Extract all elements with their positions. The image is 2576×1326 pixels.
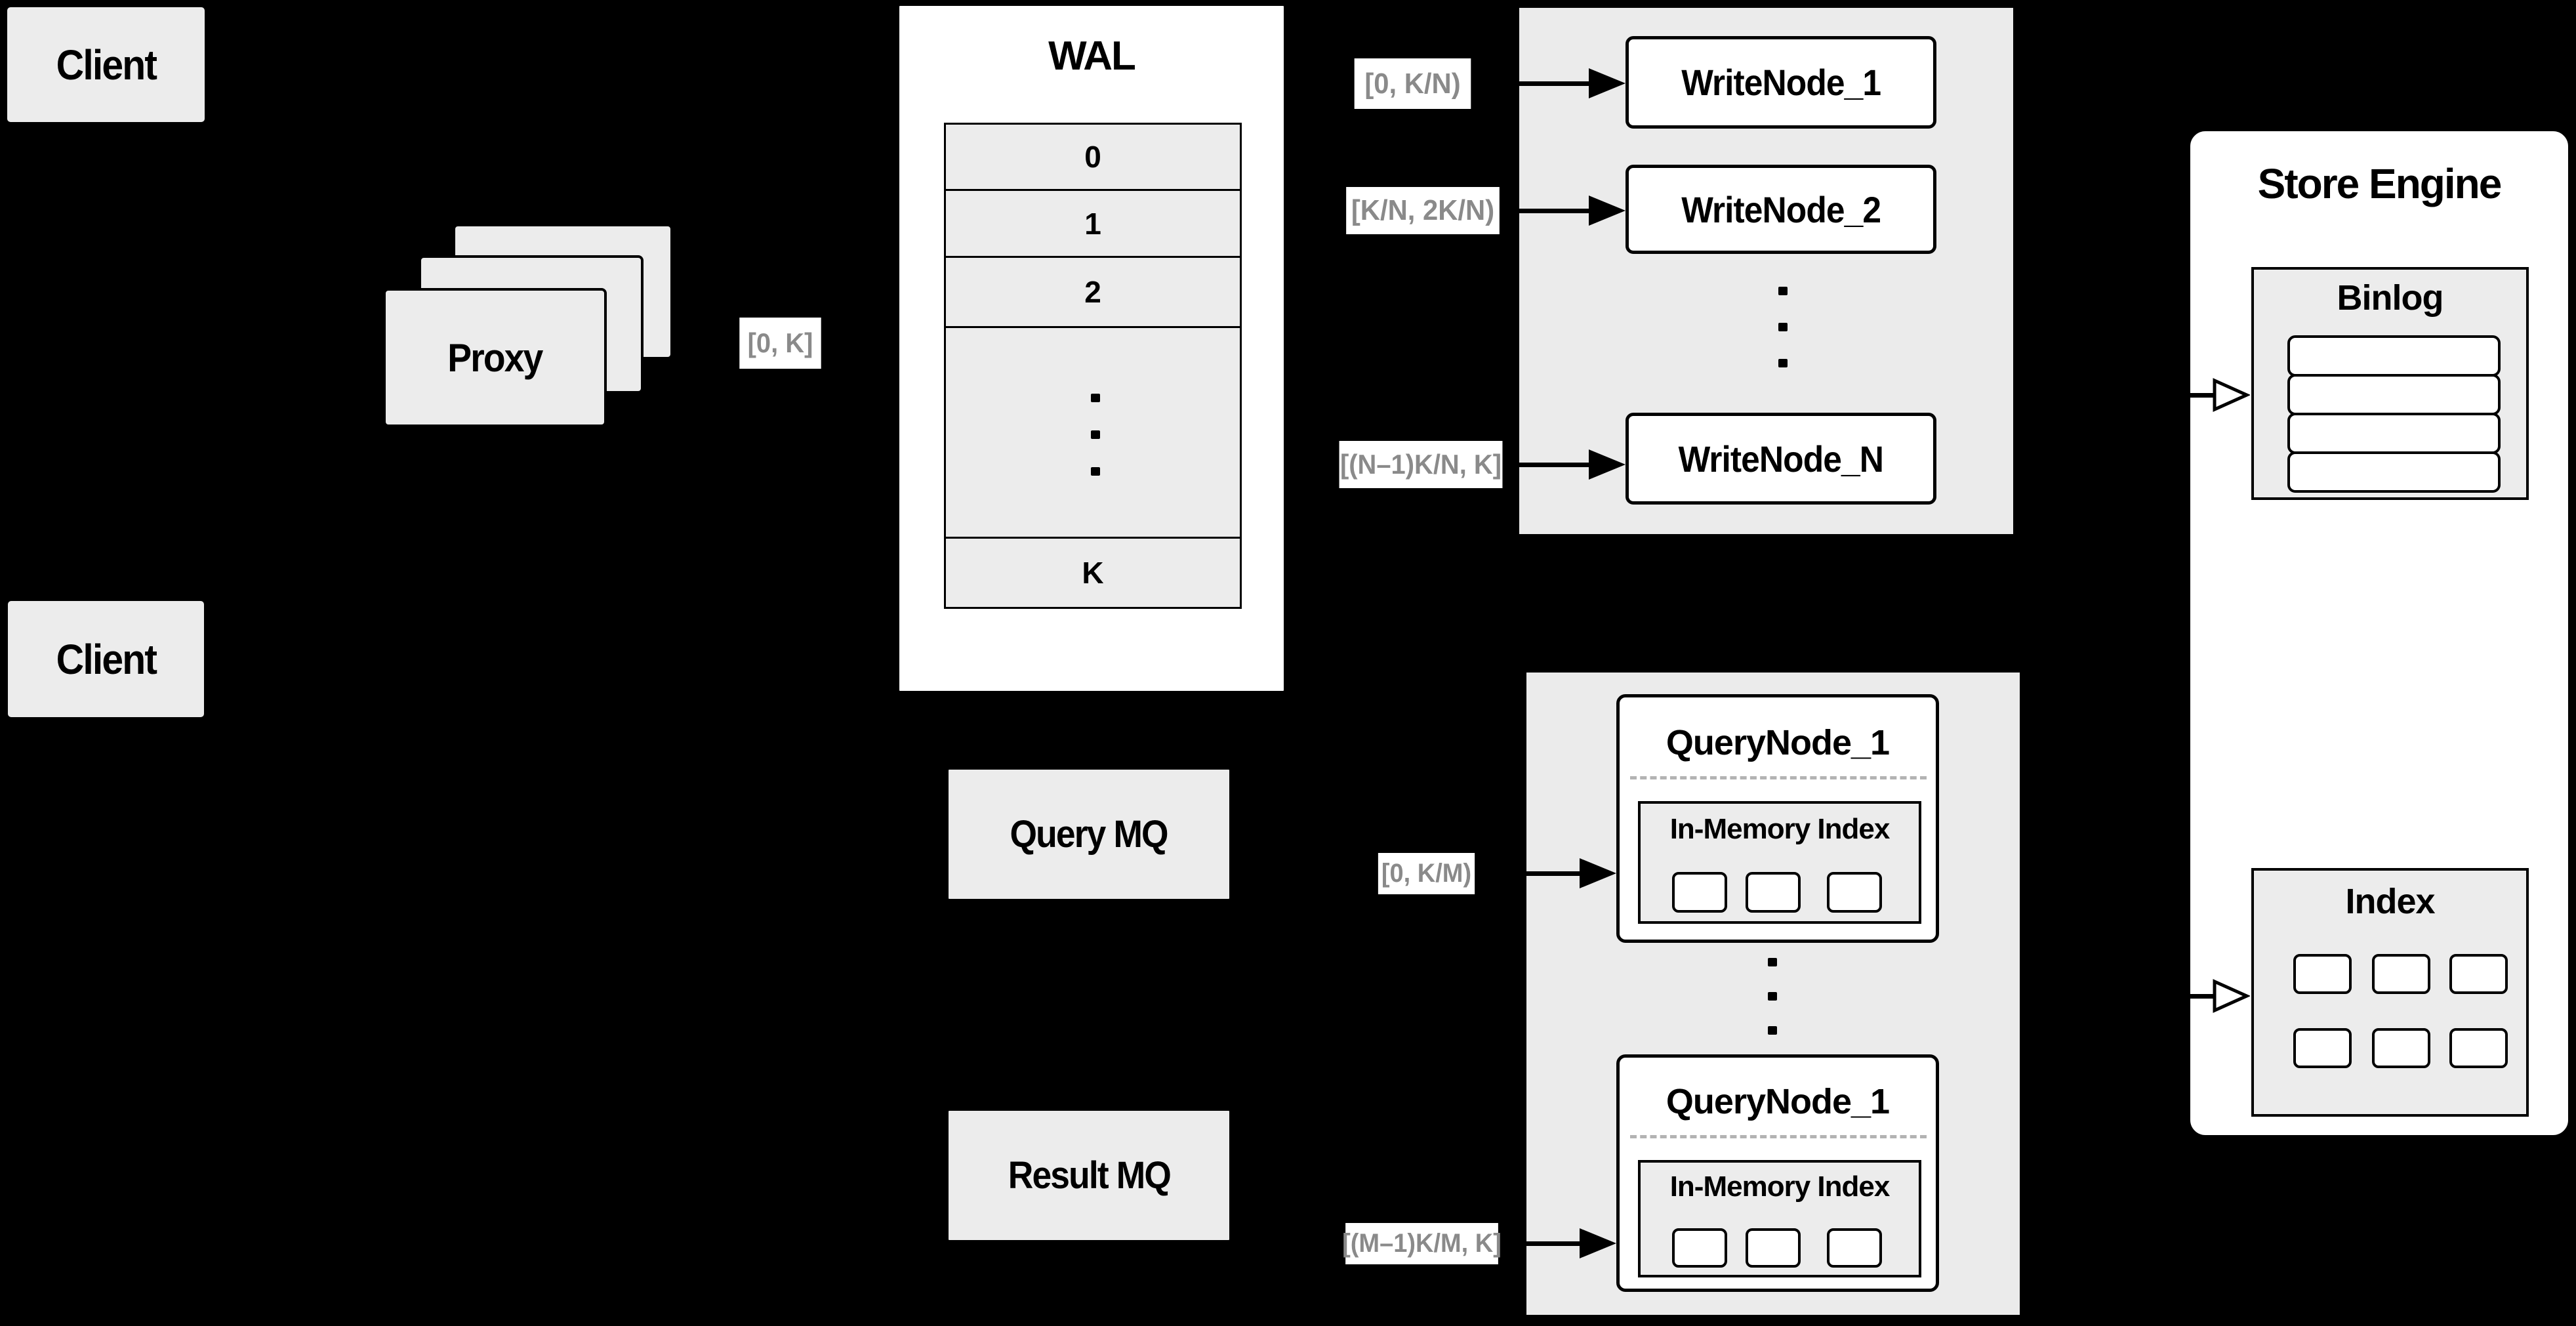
client-top-label: Client	[56, 41, 157, 89]
ellipsis-dot	[1768, 1026, 1777, 1035]
write-node-1: WriteNode_1	[1625, 36, 1936, 129]
in-memory-index-top-label: In-Memory Index	[1669, 813, 1891, 845]
ellipsis-dot	[1091, 467, 1100, 476]
write-node-2-label: WriteNode_2	[1681, 188, 1881, 230]
segment-cell	[1672, 1228, 1727, 1268]
open-arrowhead	[2213, 378, 2250, 412]
index-cell	[2372, 1028, 2430, 1068]
index-box: Index	[2251, 868, 2529, 1117]
binlog-box: Binlog	[2251, 267, 2529, 500]
wal-row-ellipsis	[944, 326, 1242, 539]
index-cell	[2449, 954, 2508, 994]
ellipsis-dot	[1778, 323, 1788, 331]
query-node-top: QueryNode_1 In-Memory Index	[1616, 694, 1939, 943]
binlog-label: Binlog	[2337, 278, 2444, 318]
range-chip-proxy-wal: [0, K]	[739, 318, 821, 369]
ellipsis-dot	[1778, 287, 1788, 295]
binlog-row	[2287, 335, 2501, 377]
query-node-bottom-title: QueryNode_1	[1666, 1082, 1890, 1121]
index-cell	[2293, 1028, 2352, 1068]
segment-cell	[1746, 1228, 1801, 1268]
ellipsis-dot	[1778, 359, 1788, 367]
wal-row-k: K	[944, 537, 1242, 609]
ellipsis-dot	[1768, 992, 1777, 1001]
query-mq-label: Query MQ	[1010, 813, 1169, 856]
range-chip-write-2: [K/N, 2K/N)	[1346, 187, 1500, 234]
result-mq-box: Result MQ	[947, 1109, 1231, 1242]
index-cell	[2372, 954, 2430, 994]
wal-row-0: 0	[944, 123, 1242, 191]
query-node-top-title: QueryNode_1	[1666, 723, 1890, 762]
client-box-top: Client	[5, 5, 207, 124]
write-node-n-label: WriteNode_N	[1678, 438, 1884, 480]
client-box-bottom: Client	[6, 599, 206, 719]
range-chip-write-n: [(N–1)K/N, K]	[1339, 441, 1503, 488]
dashed-separator	[1630, 776, 1927, 779]
binlog-row	[2287, 374, 2501, 415]
in-memory-index-bottom-label: In-Memory Index	[1669, 1171, 1891, 1203]
index-label: Index	[2345, 882, 2435, 921]
wal-row-2: 2	[944, 256, 1242, 328]
range-chip-query-m: [(M–1)K/M, K]	[1342, 1223, 1502, 1264]
in-memory-index-top: In-Memory Index	[1638, 801, 1921, 924]
ellipsis-dot	[1091, 430, 1100, 439]
write-node-1-label: WriteNode_1	[1681, 62, 1881, 103]
binlog-row	[2287, 451, 2501, 493]
wal-title: WAL	[1048, 33, 1136, 79]
result-mq-label: Result MQ	[1008, 1154, 1171, 1197]
query-mq-box: Query MQ	[947, 768, 1231, 901]
segment-cell	[1827, 1228, 1882, 1268]
store-engine-title: Store Engine	[2257, 160, 2503, 207]
proxy-box-front: Proxy	[383, 288, 607, 427]
range-chip-query-1: [0, K/M)	[1378, 853, 1475, 894]
in-memory-index-bottom: In-Memory Index	[1638, 1160, 1921, 1277]
query-node-bottom: QueryNode_1 In-Memory Index	[1616, 1054, 1939, 1292]
ellipsis-dot	[1768, 958, 1777, 966]
wal-title-wrap: WAL	[897, 33, 1286, 79]
segment-cell	[1672, 872, 1727, 913]
binlog-row	[2287, 413, 2501, 454]
dashed-separator	[1630, 1135, 1927, 1138]
binlog-rows	[2287, 335, 2501, 493]
wal-row-1: 1	[944, 189, 1242, 258]
wal-table: 0 1 2 K	[944, 123, 1242, 609]
client-bottom-label: Client	[56, 635, 157, 683]
write-node-2: WriteNode_2	[1625, 165, 1936, 254]
ellipsis-dot	[1091, 394, 1100, 402]
write-node-n: WriteNode_N	[1625, 413, 1936, 505]
index-cell	[2449, 1028, 2508, 1068]
proxy-label: Proxy	[447, 335, 543, 380]
open-arrowhead	[2213, 979, 2250, 1013]
store-engine-panel: Store Engine Binlog Index	[2188, 129, 2570, 1137]
index-cell	[2293, 954, 2352, 994]
range-chip-write-1: [0, K/N)	[1354, 58, 1471, 109]
segment-cell	[1827, 872, 1882, 913]
segment-cell	[1746, 872, 1801, 913]
